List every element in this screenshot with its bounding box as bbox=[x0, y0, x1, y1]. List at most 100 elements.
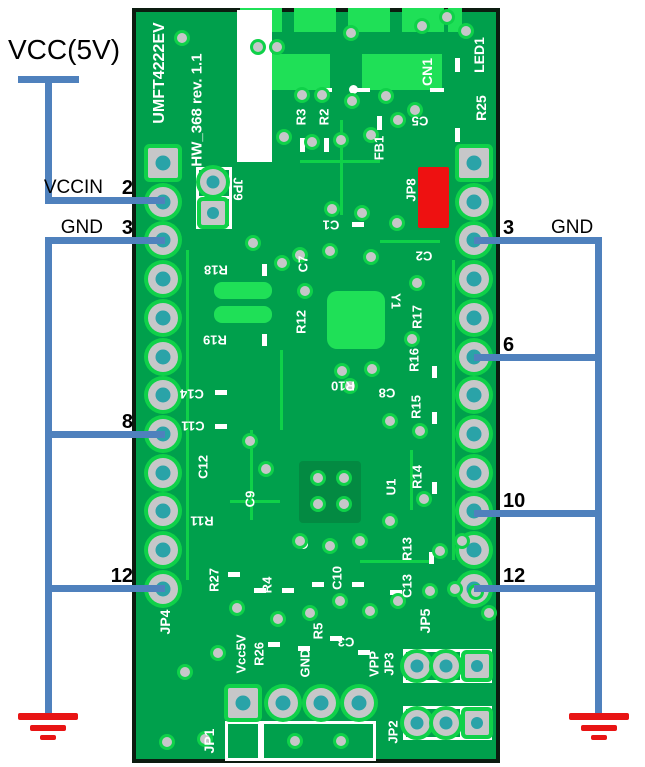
through-hole-pad bbox=[306, 688, 336, 718]
drill-hole bbox=[155, 349, 171, 365]
silkscreen-c2: C2 bbox=[415, 248, 433, 264]
drill-hole bbox=[410, 659, 424, 673]
copper-feature bbox=[327, 291, 385, 349]
via bbox=[300, 286, 310, 296]
via bbox=[457, 536, 467, 546]
wire-right-pin-12 bbox=[474, 585, 602, 592]
JP5-pin-5 bbox=[459, 303, 489, 333]
pin-number-right-12: 12 bbox=[503, 565, 526, 587]
JP5-pin-2 bbox=[459, 187, 489, 217]
via bbox=[425, 586, 435, 596]
silkscreen-mark bbox=[268, 642, 280, 647]
silkscreen-jp8: JP8 bbox=[403, 178, 419, 202]
via bbox=[272, 42, 282, 52]
silkscreen-mark bbox=[352, 582, 364, 587]
copper-feature bbox=[410, 450, 413, 510]
silkscreen-jp2: JP2 bbox=[385, 720, 401, 744]
silkscreen-fb1: FB1 bbox=[371, 135, 387, 161]
through-hole-pad bbox=[200, 169, 226, 195]
JP5-pin-7 bbox=[459, 380, 489, 410]
via bbox=[245, 436, 255, 446]
via bbox=[442, 12, 452, 22]
silkscreen-r4: R4 bbox=[259, 576, 275, 594]
silkscreen-mark bbox=[196, 196, 232, 199]
pin-name-right-3: GND bbox=[551, 217, 594, 238]
through-hole-pad bbox=[404, 653, 430, 679]
drill-hole bbox=[313, 695, 329, 711]
silkscreen-mark bbox=[237, 10, 272, 162]
copper-feature bbox=[186, 250, 189, 580]
via bbox=[307, 137, 317, 147]
silkscreen-umft4222ev: UMFT4222EV bbox=[151, 22, 168, 124]
via bbox=[412, 278, 422, 288]
via bbox=[355, 536, 365, 546]
drill-hole bbox=[466, 542, 482, 558]
copper-feature bbox=[214, 282, 272, 299]
via bbox=[180, 667, 190, 677]
copper-feature bbox=[230, 500, 280, 503]
copper-feature bbox=[348, 8, 390, 32]
drill-hole bbox=[155, 387, 171, 403]
silkscreen-mark bbox=[244, 88, 258, 92]
via bbox=[325, 541, 335, 551]
via bbox=[393, 115, 403, 125]
via bbox=[232, 603, 242, 613]
via bbox=[410, 105, 420, 115]
silkscreen-r19: R19 bbox=[203, 332, 227, 348]
via bbox=[295, 536, 305, 546]
pin-number-left-12: 12 bbox=[110, 565, 133, 587]
silkscreen-r18: R18 bbox=[204, 262, 228, 278]
silkscreen-jp5: JP5 bbox=[417, 608, 433, 634]
copper-feature bbox=[362, 54, 442, 90]
via bbox=[290, 736, 300, 746]
header-outline bbox=[463, 706, 492, 740]
wire-left-pin-8 bbox=[45, 431, 165, 438]
pin-number-right-6: 6 bbox=[503, 334, 515, 356]
silkscreen-jp3: JP3 bbox=[381, 652, 397, 676]
gnd-bus-right-vertical bbox=[595, 237, 602, 716]
silkscreen-vpp: VPP bbox=[366, 650, 382, 678]
JP5-pin-4 bbox=[459, 264, 489, 294]
square-pad bbox=[465, 711, 489, 735]
drill-hole bbox=[410, 716, 424, 730]
pin-number-right-3: 3 bbox=[503, 217, 515, 239]
pin-number-right-10: 10 bbox=[503, 490, 526, 512]
through-hole-pad bbox=[433, 653, 459, 679]
silkscreen-mark bbox=[215, 390, 227, 395]
header-outline bbox=[225, 721, 261, 761]
pin-number-left-8: 8 bbox=[121, 411, 133, 433]
via bbox=[273, 614, 283, 624]
via bbox=[248, 238, 258, 248]
silkscreen-r13: R13 bbox=[399, 537, 415, 561]
via bbox=[295, 250, 305, 260]
silkscreen-y1: Y1 bbox=[388, 293, 404, 309]
silkscreen-mark bbox=[262, 264, 267, 276]
through-hole-pad bbox=[344, 688, 374, 718]
via bbox=[305, 608, 315, 618]
ground-symbol-left-bar3 bbox=[40, 735, 56, 740]
silkscreen-mark bbox=[298, 646, 310, 651]
drill-hole bbox=[155, 271, 171, 287]
silkscreen-c11: C11 bbox=[181, 418, 205, 434]
via bbox=[335, 596, 345, 606]
silkscreen-cn1: CN1 bbox=[419, 57, 435, 87]
drill-hole bbox=[466, 155, 482, 171]
copper-feature bbox=[214, 306, 272, 323]
via bbox=[162, 737, 172, 747]
copper-feature bbox=[300, 160, 380, 163]
pin-number-left-2: 2 bbox=[121, 177, 133, 199]
via bbox=[471, 587, 481, 597]
via bbox=[381, 91, 391, 101]
via bbox=[435, 546, 445, 556]
via bbox=[279, 132, 289, 142]
via bbox=[317, 90, 327, 100]
via bbox=[450, 584, 460, 594]
drill-hole bbox=[466, 271, 482, 287]
silkscreen-c9: C9 bbox=[242, 490, 258, 508]
silkscreen-mark bbox=[377, 116, 382, 130]
silkscreen-mark bbox=[430, 88, 444, 92]
via bbox=[313, 473, 323, 483]
square-pad bbox=[228, 688, 258, 718]
via bbox=[415, 426, 425, 436]
silkscreen-r25: R25 bbox=[473, 95, 489, 121]
